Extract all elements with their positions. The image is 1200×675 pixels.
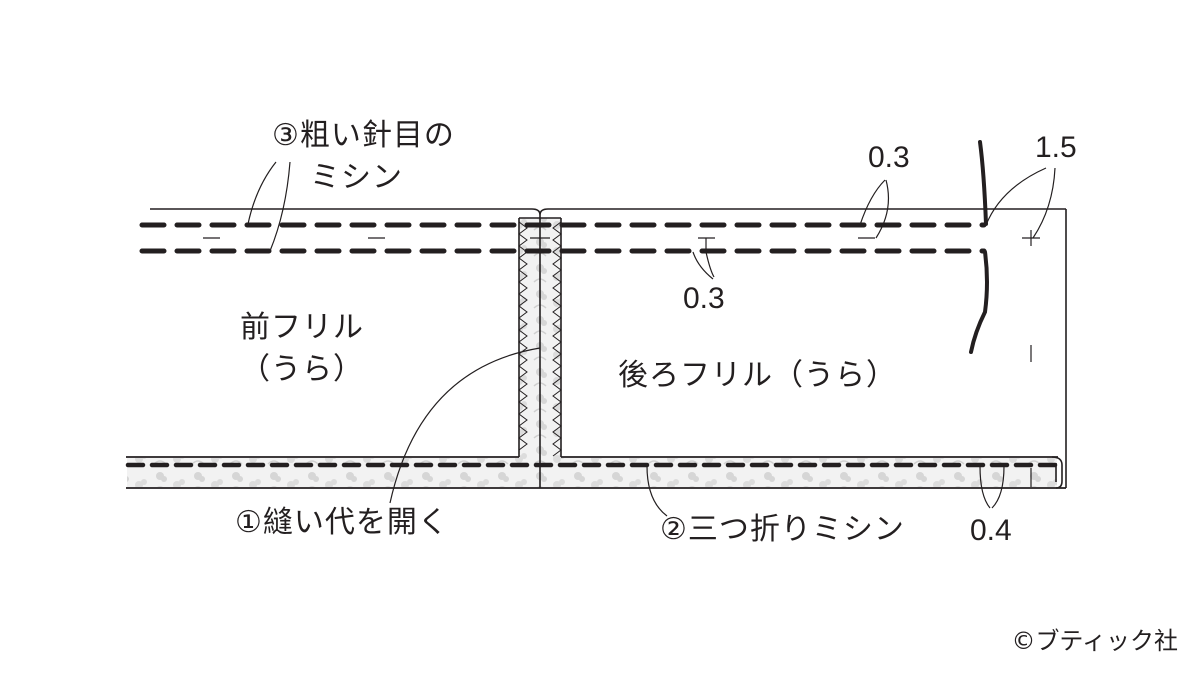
step2-label: ②三つ折りミシン xyxy=(660,512,905,547)
measurement-top-upper: 0.3 xyxy=(868,141,910,174)
seam-allowance xyxy=(518,215,562,488)
front-frill-label-line2: （うら） xyxy=(240,352,364,387)
leader-lines xyxy=(247,161,1056,517)
measurement-edge: 1.5 xyxy=(1035,131,1077,164)
step3-label-line2: ミシン xyxy=(310,160,403,195)
break-mark xyxy=(969,140,989,354)
copyright-notice: ©ブティック社 xyxy=(1011,627,1178,655)
measurement-hem: 0.4 xyxy=(970,514,1012,547)
measurement-top-lower: 0.3 xyxy=(683,282,725,315)
front-frill-label-line1: 前フリル xyxy=(240,310,364,345)
step3-label-line1: ③粗い針目の xyxy=(272,118,455,153)
step1-label: ①縫い代を開く xyxy=(235,505,449,540)
back-frill-label: 後ろフリル（うら） xyxy=(618,358,897,393)
hem-band-fabric xyxy=(127,458,1057,487)
gathering-stitches xyxy=(139,222,987,254)
